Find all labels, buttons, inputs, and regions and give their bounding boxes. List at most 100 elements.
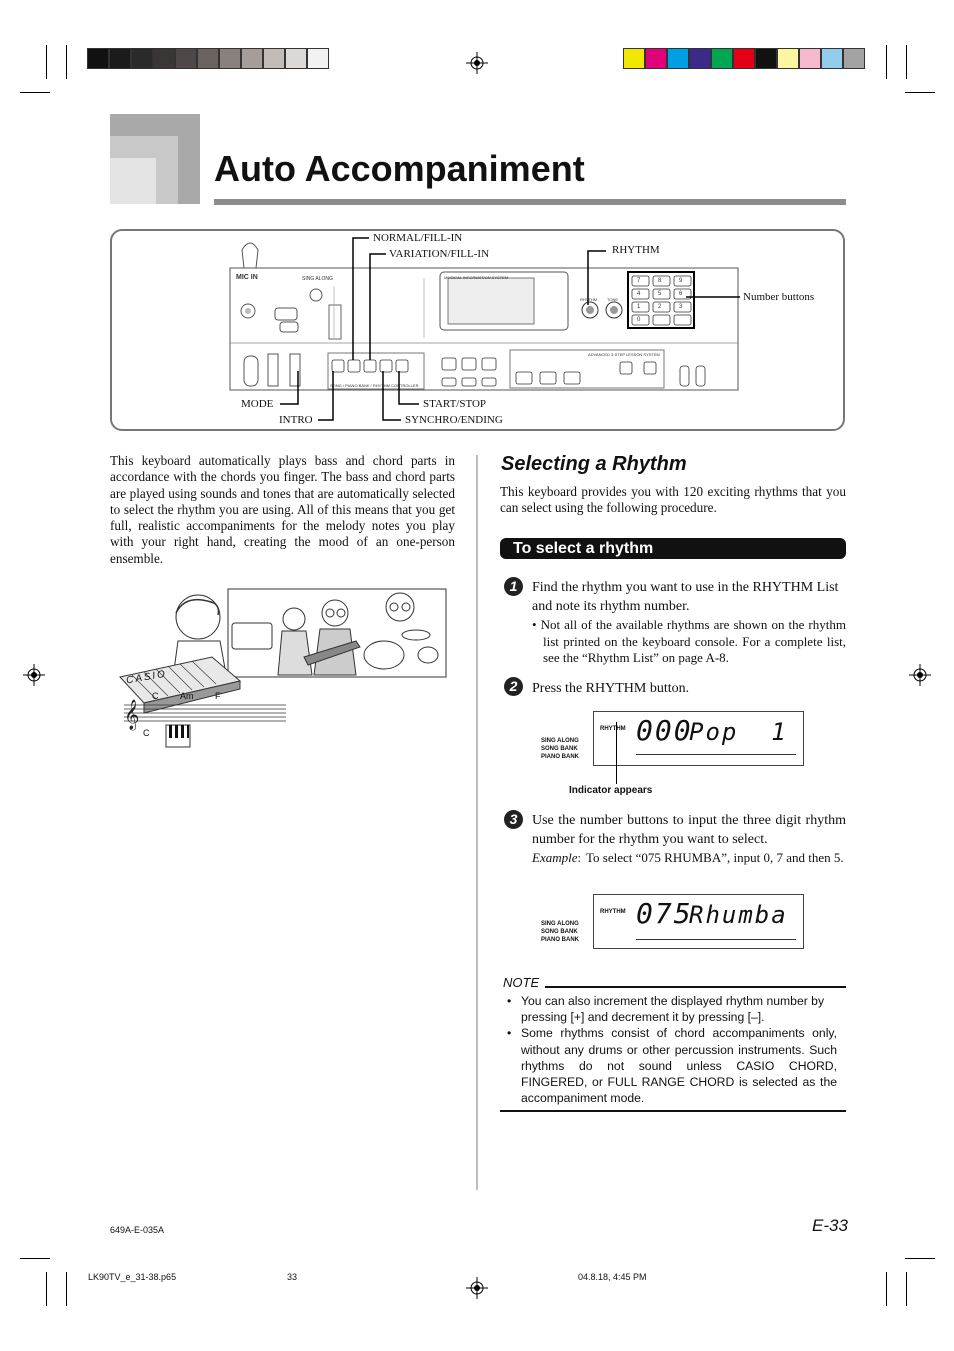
crop-mark [906,45,907,79]
doc-code: 649A-E-035A [110,1225,165,1235]
color-swatch [799,48,821,69]
intro-paragraph: This keyboard automatically plays bass a… [110,453,455,566]
footer-file: LK90TV_e_31-38.p65 [88,1272,177,1282]
note-top-rule [545,986,846,988]
gray-swatch [109,48,131,69]
color-swatch [755,48,777,69]
title-decoration [110,158,156,204]
callout-mode: MODE [241,398,274,410]
gray-swatch [219,48,241,69]
lcd-label: PIANO BANK [541,754,580,760]
indicator-pointer [616,722,617,784]
page-number: E-33 [812,1216,848,1235]
color-swatch [777,48,799,69]
crop-mark [886,1272,887,1306]
lcd-rhythm-indicator: RHYTHM [600,726,626,732]
registration-mark-icon [466,1277,488,1299]
mic-in-label: MIC IN [236,274,258,281]
page-title: Auto Accompaniment [214,148,585,189]
lcd-label: PIANO BANK [541,937,580,943]
indicator-caption: Indicator appears [569,785,653,796]
lcd-label: SING ALONG [541,738,579,744]
color-swatch [667,48,689,69]
system-label: MUSICAL INFORMATION SYSTEM [444,275,509,280]
color-swatch [645,48,667,69]
note-bottom-rule [500,1110,846,1112]
callout-start-stop: START/STOP [423,398,487,410]
step-number: 3 [504,810,523,829]
step-example: Example: [532,850,582,865]
lcd-label: SING ALONG [541,921,579,927]
crop-mark [906,1272,907,1306]
keypad-key: 8 [658,278,662,284]
example-text: To select “075 RHUMBA”, input 0, 7 and t… [586,850,844,865]
footer-page: 33 [287,1272,298,1282]
callout-variation-fill-in: VARIATION/FILL-IN [389,248,490,260]
crop-mark [20,1258,50,1259]
keypad-key: 5 [658,291,662,297]
lcd-display: RHYTHM 075 Rhumba [593,894,804,949]
sing-along-label: SING ALONG [302,276,333,282]
illustration-chord-am: Am [180,691,194,701]
gray-swatch [87,48,109,69]
column-divider [476,455,478,1190]
callout-rhythm: RHYTHM [612,244,660,256]
step-text: Find the rhythm you want to use in the R… [532,580,839,614]
color-swatch [711,48,733,69]
lesson-label: ADVANCED 3-STEP LESSON SYSTEM [588,352,660,357]
step-text: Press the RHYTHM button. [532,681,690,696]
lcd-label: SONG BANK [541,746,578,752]
color-swatch [843,48,865,69]
keypad-key: 1 [637,304,641,310]
lcd-rhythm-number: 075 [636,897,693,930]
tone-button-label: TONE [607,297,619,302]
lcd-rhythm-number: 000 [636,714,693,747]
lcd-rhythm-indicator: RHYTHM [600,909,626,915]
callout-number-buttons: Number buttons [743,291,815,303]
keypad-key: 6 [679,291,683,297]
keypad-key: 3 [679,304,683,310]
lcd-rhythm-name: Pop 1 [689,718,788,746]
color-swatch [733,48,755,69]
procedure-title-bar: To select a rhythm [500,538,846,559]
step-bullet: • Not all of the available rhythms are s… [532,617,846,665]
keypad-key: 7 [637,278,641,284]
note-item-text: Some rhythms consist of chord accompanim… [521,1026,837,1106]
crop-mark [66,45,67,79]
gray-swatch [285,48,307,69]
color-swatch [821,48,843,69]
crop-mark [46,45,47,79]
crop-mark [905,1258,935,1259]
crop-mark [46,1272,47,1306]
lcd-underline [636,754,796,755]
gray-swatch [153,48,175,69]
keypad-key: 0 [637,317,641,323]
procedure-title: To select a rhythm [513,540,654,557]
keypad-key: 2 [658,304,662,310]
crop-mark [886,45,887,79]
callout-normal-fill-in: NORMAL/FILL-IN [373,232,463,244]
crop-mark [66,1272,67,1306]
crop-mark [905,92,935,93]
step-number: 2 [504,677,523,696]
callout-lines [280,237,740,421]
note-heading: NOTE [503,975,540,990]
illustration-chord-f: F [215,691,221,701]
gray-swatch [263,48,285,69]
keypad-key: 9 [679,278,683,284]
example-label: Example [532,850,578,865]
callout-synchro-ending: SYNCHRO/ENDING [405,414,503,426]
registration-mark-icon [466,52,488,74]
gray-swatch [197,48,219,69]
keyboard-console-illustration [229,242,739,391]
color-swatch [689,48,711,69]
lcd-label: SONG BANK [541,929,578,935]
callout-intro: INTRO [279,414,313,426]
controller-label: SONG / PIANO BANK / RHYTHM CONTROLLER [330,383,419,388]
title-rule [214,199,846,205]
registration-mark-icon [23,664,45,686]
ensemble-illustration: 𝄞 [119,588,447,748]
footer-date: 04.8.18, 4:45 PM [578,1272,647,1282]
registration-mark-icon [909,664,931,686]
crop-mark [20,92,50,93]
